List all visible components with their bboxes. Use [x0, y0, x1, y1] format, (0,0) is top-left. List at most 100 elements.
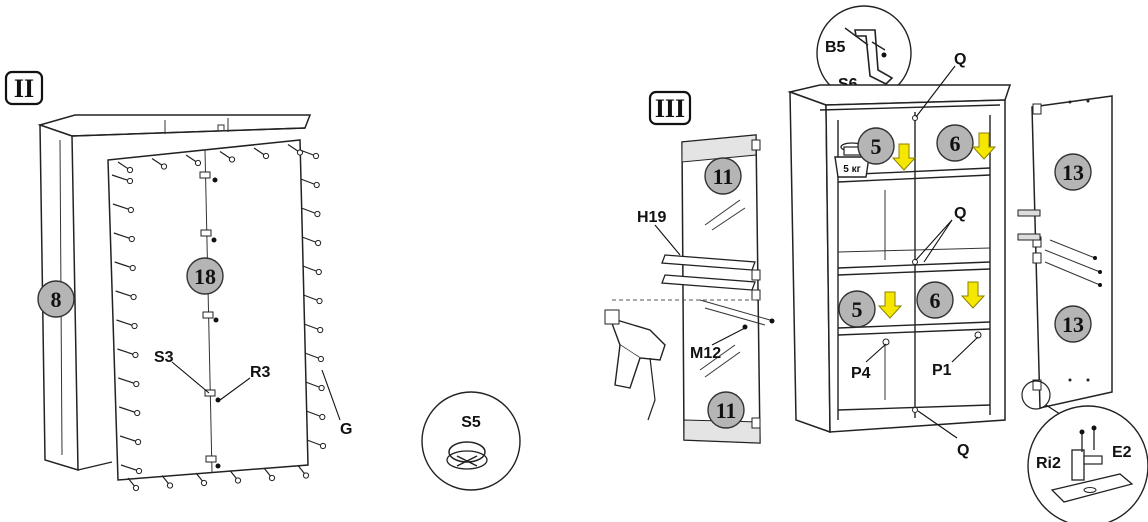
badge-door-left-top	[704, 157, 742, 195]
nail-head-icon	[317, 326, 324, 334]
down-arrow-icon	[891, 143, 917, 171]
badge-back-panel	[186, 257, 224, 295]
nail-head-icon	[126, 177, 134, 185]
nail-icon	[119, 406, 138, 414]
nail-head-icon	[127, 206, 134, 214]
drill-icon	[604, 299, 760, 421]
badge-side-panel	[37, 280, 75, 318]
label-s3: S3	[154, 349, 174, 366]
label-q-mid: Q	[954, 205, 966, 222]
step-two-group: II	[4, 70, 352, 492]
number-door-left-bottom: 11	[716, 398, 737, 423]
badge-door-right-bottom	[1054, 305, 1092, 343]
nail-head-icon	[135, 438, 142, 446]
nail-head-icon	[312, 152, 320, 160]
nail-group	[111, 144, 327, 492]
badge-shelf-mid-left	[838, 290, 876, 328]
nail-head-icon	[314, 210, 321, 218]
label-h19: H19	[637, 209, 666, 226]
nail-icon	[120, 464, 140, 472]
label-q-top: Q	[954, 51, 966, 68]
badge-door-left-bottom	[707, 391, 745, 429]
seam-brackets	[199, 171, 221, 469]
down-arrow-icon	[877, 291, 903, 319]
nail-head-icon	[313, 181, 320, 189]
nail-head-icon	[131, 322, 138, 330]
nail-icon	[116, 319, 135, 327]
nail-head-icon	[318, 384, 325, 392]
number-shelf-mid-right: 6	[930, 288, 941, 313]
nail-head-icon	[317, 355, 324, 363]
cabinet-body-right	[787, 84, 1012, 434]
nail-icon	[115, 290, 134, 298]
nail-head-icon	[262, 152, 270, 160]
badge-shelf-top-left	[857, 127, 895, 165]
s5-inset: S5	[421, 391, 521, 491]
left-glass-door	[681, 134, 761, 444]
hinge-inset: Ri2 E2	[1027, 405, 1148, 522]
nail-head-icon	[319, 442, 327, 450]
nail-icon	[119, 435, 139, 443]
label-m12: M12	[690, 345, 721, 362]
label-r3: R3	[250, 364, 271, 381]
step-two-label: II	[14, 74, 34, 103]
nail-head-icon	[130, 293, 137, 301]
badge-door-right-top	[1054, 153, 1092, 191]
right-door	[1017, 95, 1113, 409]
number-shelf-top-left: 5	[871, 134, 882, 159]
nail-head-icon	[228, 156, 236, 163]
nail-icon	[112, 203, 132, 211]
label-s5: S5	[461, 414, 481, 431]
number-shelf-mid-left: 5	[852, 297, 863, 322]
nail-head-icon	[315, 268, 322, 276]
number-door-right-bottom: 13	[1062, 312, 1084, 337]
label-weight: 5 кг	[843, 164, 861, 175]
nail-head-icon	[268, 474, 276, 482]
nail-icon	[113, 232, 132, 240]
nail-icon	[114, 261, 133, 269]
nail-head-icon	[133, 380, 140, 388]
label-q-bottom: Q	[957, 442, 969, 459]
nail-head-icon	[166, 482, 174, 489]
nail-head-icon	[129, 264, 136, 272]
label-g: G	[340, 421, 352, 438]
label-ri2: Ri2	[1036, 455, 1061, 472]
back-panel	[107, 139, 309, 481]
nail-icon	[117, 348, 136, 356]
nail-head-icon	[234, 477, 242, 484]
nail-head-icon	[316, 297, 323, 305]
label-b5: B5	[825, 39, 846, 56]
step-three-label: III	[655, 94, 685, 123]
number-shelf-top-right: 6	[950, 131, 961, 156]
label-p4: P4	[851, 365, 871, 382]
number-back-panel: 18	[194, 264, 216, 289]
nail-head-icon	[319, 413, 326, 421]
nail-head-icon	[132, 484, 140, 492]
down-arrow-icon	[960, 281, 986, 309]
nail-icon	[111, 174, 131, 182]
badge-shelf-mid-right	[916, 281, 954, 319]
nail-head-icon	[134, 409, 141, 417]
nail-head-icon	[160, 163, 168, 170]
number-side-panel: 8	[51, 287, 62, 312]
down-arrow-icon	[971, 132, 997, 160]
nail-head-icon	[128, 235, 135, 243]
step-three-group: III H19 M12	[604, 5, 1148, 522]
label-e2: E2	[1112, 444, 1132, 461]
nail-head-icon	[126, 166, 134, 174]
b5-s6-inset: B5 S6	[816, 5, 912, 101]
nail-icon	[118, 377, 137, 385]
number-door-right-top: 13	[1062, 160, 1084, 185]
nail-head-icon	[135, 467, 143, 475]
weight-icon: 5 кг	[834, 142, 870, 178]
nail-head-icon	[132, 351, 139, 359]
nail-head-icon	[296, 149, 304, 156]
nail-head-icon	[302, 472, 310, 479]
nail-head-icon	[200, 479, 208, 487]
nail-head-icon	[194, 159, 202, 167]
badge-shelf-top-right	[936, 124, 974, 162]
number-door-left-top: 11	[713, 164, 734, 189]
label-p1: P1	[932, 362, 952, 379]
nail-head-icon	[315, 239, 322, 247]
